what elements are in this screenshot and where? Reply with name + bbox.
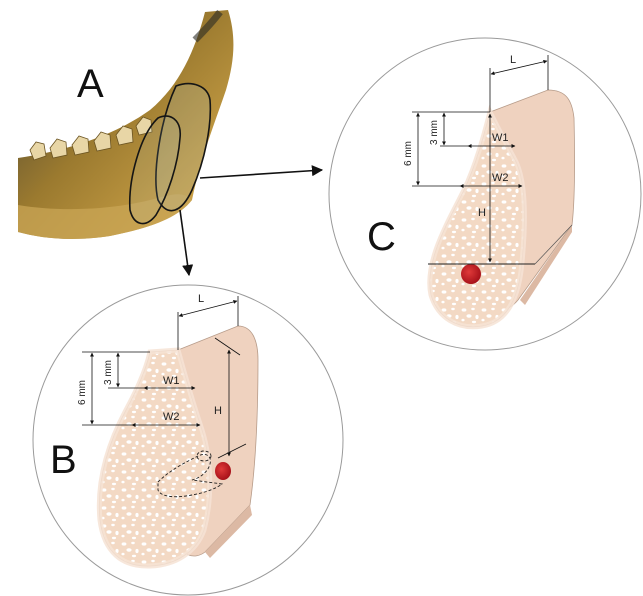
arrow-to-panel-b [180, 210, 189, 275]
label-6mm-c: 6 mm [403, 141, 414, 166]
label-l-c: L [510, 54, 516, 66]
label-h-c: H [478, 207, 486, 219]
panel-b-letter: B [50, 438, 77, 482]
label-w2-c: W2 [492, 172, 509, 184]
panel-b: L H W1 W2 6 mm 3 mm B [33, 285, 343, 595]
label-3mm-c: 3 mm [429, 120, 440, 145]
canal-c [461, 264, 481, 284]
panel-c: L H W1 W2 6 mm 3 mm C [329, 38, 641, 350]
canal-b [215, 462, 231, 480]
panel-a-letter: A [77, 62, 104, 106]
arrow-to-panel-c [200, 170, 322, 178]
label-6mm-b: 6 mm [77, 380, 88, 405]
label-l-b: L [198, 293, 204, 305]
label-w2-b: W2 [163, 411, 180, 423]
label-3mm-b: 3 mm [103, 360, 114, 385]
label-w1-c: W1 [492, 132, 509, 144]
label-h-b: H [214, 405, 222, 417]
label-w1-b: W1 [163, 375, 180, 387]
panel-c-letter: C [367, 215, 396, 259]
panel-a: A [18, 10, 322, 275]
